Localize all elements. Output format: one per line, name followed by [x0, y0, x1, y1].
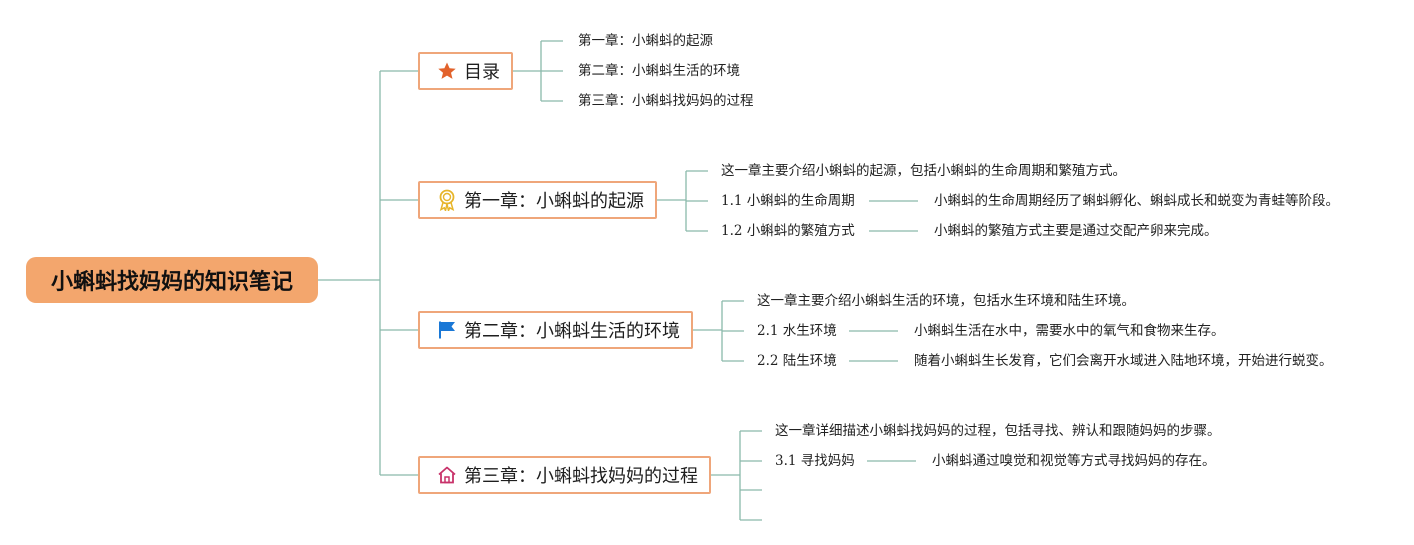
list-item[interactable]: 第一章：小蝌蚪的起源	[578, 33, 713, 49]
branch-table-of-contents[interactable]: 目录	[418, 52, 513, 90]
branch-label: 目录	[464, 62, 500, 83]
list-item[interactable]: 2.1 水生环境	[757, 323, 837, 339]
list-item[interactable]: 第三章：小蝌蚪找妈妈的过程	[578, 93, 754, 109]
list-item[interactable]: 1.2 小蝌蚪的繁殖方式	[721, 223, 855, 239]
branch-label: 第二章：小蝌蚪生活的环境	[464, 321, 680, 342]
root-topic[interactable]: 小蝌蚪找妈妈的知识笔记	[26, 257, 318, 303]
list-item[interactable]: 第二章：小蝌蚪生活的环境	[578, 63, 740, 79]
award-badge-icon	[436, 189, 458, 211]
list-item-detail[interactable]: 小蝌蚪生活在水中，需要水中的氧气和食物来生存。	[914, 323, 1225, 339]
branch-chapter-2[interactable]: 第二章：小蝌蚪生活的环境	[418, 311, 693, 349]
branch-label: 第三章：小蝌蚪找妈妈的过程	[464, 466, 698, 487]
home-icon	[436, 464, 458, 486]
list-item[interactable]: 2.2 陆生环境	[757, 353, 837, 369]
list-item[interactable]: 这一章主要介绍小蝌蚪的起源，包括小蝌蚪的生命周期和繁殖方式。	[721, 163, 1126, 179]
star-icon	[436, 60, 458, 82]
list-item[interactable]: 1.1 小蝌蚪的生命周期	[721, 193, 855, 209]
flag-icon	[436, 319, 458, 341]
branch-label: 第一章：小蝌蚪的起源	[464, 191, 644, 212]
list-item-detail[interactable]: 小蝌蚪的生命周期经历了蝌蚪孵化、蝌蚪成长和蜕变为青蛙等阶段。	[934, 193, 1339, 209]
list-item-detail[interactable]: 随着小蝌蚪生长发育，它们会离开水域进入陆地环境，开始进行蜕变。	[914, 353, 1333, 369]
list-item-detail[interactable]: 小蝌蚪通过嗅觉和视觉等方式寻找妈妈的存在。	[932, 453, 1216, 469]
list-item[interactable]: 这一章主要介绍小蝌蚪生活的环境，包括水生环境和陆生环境。	[757, 293, 1135, 309]
list-item[interactable]: 3.1 寻找妈妈	[775, 453, 855, 469]
list-item[interactable]: 这一章详细描述小蝌蚪找妈妈的过程，包括寻找、辨认和跟随妈妈的步骤。	[775, 423, 1221, 439]
branch-chapter-1[interactable]: 第一章：小蝌蚪的起源	[418, 181, 657, 219]
branch-chapter-3[interactable]: 第三章：小蝌蚪找妈妈的过程	[418, 456, 711, 494]
list-item-detail[interactable]: 小蝌蚪的繁殖方式主要是通过交配产卵来完成。	[934, 223, 1218, 239]
